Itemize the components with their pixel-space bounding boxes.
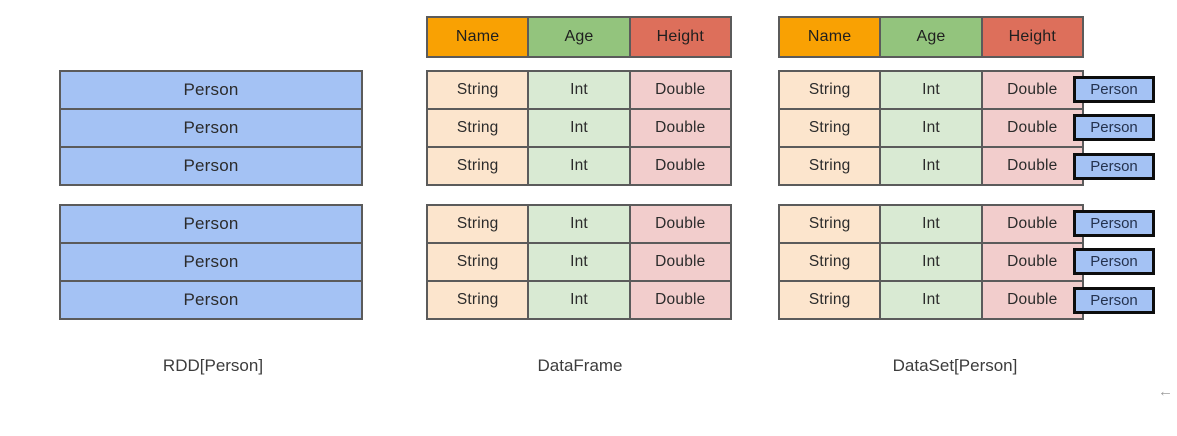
- rdd-partition-1: Person Person Person: [59, 70, 363, 186]
- dataframe-header-name: Name: [428, 18, 528, 56]
- dataset-cell: String: [780, 244, 880, 280]
- dataframe-cell: Int: [529, 148, 629, 184]
- dataframe-header-height: Height: [630, 18, 730, 56]
- rdd-row: Person: [61, 110, 361, 146]
- dataframe-partition-1: String Int Double String Int Double Stri…: [426, 70, 732, 186]
- dataframe-cell: String: [428, 72, 528, 108]
- dataframe-cell: Int: [529, 110, 629, 146]
- rdd-row: Person: [61, 282, 361, 318]
- dataset-person-badge: Person: [1073, 114, 1155, 141]
- dataframe-cell: Int: [529, 244, 629, 280]
- dataset-person-badge: Person: [1073, 210, 1155, 237]
- dataset-header-row: Name Age Height: [778, 16, 1084, 58]
- dataset-cell: Int: [881, 282, 981, 318]
- dataset-cell: String: [780, 148, 880, 184]
- rdd-row: Person: [61, 244, 361, 280]
- dataframe-cell: Double: [630, 206, 730, 242]
- dataframe-partition-2: String Int Double String Int Double Stri…: [426, 204, 732, 320]
- dataset-person-badge: Person: [1073, 248, 1155, 275]
- rdd-partition-2: Person Person Person: [59, 204, 363, 320]
- dataset-partition-2: String Int Double String Int Double Stri…: [778, 204, 1084, 320]
- dataframe-cell: Int: [529, 206, 629, 242]
- rdd-caption: RDD[Person]: [162, 356, 264, 375]
- dataset-cell: Double: [982, 148, 1082, 184]
- dataframe-cell: Double: [630, 110, 730, 146]
- back-arrow-icon: ←: [1158, 383, 1173, 400]
- dataset-cell: Int: [881, 148, 981, 184]
- dataframe-cell: String: [428, 244, 528, 280]
- dataframe-caption: DataFrame: [537, 356, 623, 375]
- rdd-row: Person: [61, 72, 361, 108]
- dataset-cell: Int: [881, 244, 981, 280]
- dataframe-cell: Double: [630, 244, 730, 280]
- dataset-partition-1: String Int Double String Int Double Stri…: [778, 70, 1084, 186]
- dataframe-cell: Int: [529, 282, 629, 318]
- dataset-header-age: Age: [881, 18, 981, 56]
- dataframe-header-row: Name Age Height: [426, 16, 732, 58]
- dataframe-cell: Double: [630, 148, 730, 184]
- dataset-cell: Double: [982, 72, 1082, 108]
- rdd-row: Person: [61, 206, 361, 242]
- dataset-header-height: Height: [982, 18, 1082, 56]
- dataframe-header-age: Age: [529, 18, 629, 56]
- dataset-header-name: Name: [780, 18, 880, 56]
- dataframe-cell: Double: [630, 282, 730, 318]
- dataset-cell: Int: [881, 110, 981, 146]
- dataframe-cell: String: [428, 110, 528, 146]
- dataset-cell: Int: [881, 72, 981, 108]
- dataset-cell: Double: [982, 206, 1082, 242]
- dataframe-cell: Double: [630, 72, 730, 108]
- dataset-cell: String: [780, 282, 880, 318]
- dataset-cell: String: [780, 72, 880, 108]
- dataset-cell: String: [780, 110, 880, 146]
- rdd-row: Person: [61, 148, 361, 184]
- dataset-cell: Double: [982, 110, 1082, 146]
- dataset-person-badge: Person: [1073, 76, 1155, 103]
- dataframe-cell: String: [428, 282, 528, 318]
- dataset-caption: DataSet[Person]: [892, 356, 1018, 375]
- dataset-person-badge: Person: [1073, 153, 1155, 180]
- dataset-person-badge: Person: [1073, 287, 1155, 314]
- dataset-cell: Double: [982, 282, 1082, 318]
- dataframe-cell: Int: [529, 72, 629, 108]
- dataset-cell: Int: [881, 206, 981, 242]
- dataset-cell: String: [780, 206, 880, 242]
- dataframe-cell: String: [428, 206, 528, 242]
- dataframe-cell: String: [428, 148, 528, 184]
- dataset-cell: Double: [982, 244, 1082, 280]
